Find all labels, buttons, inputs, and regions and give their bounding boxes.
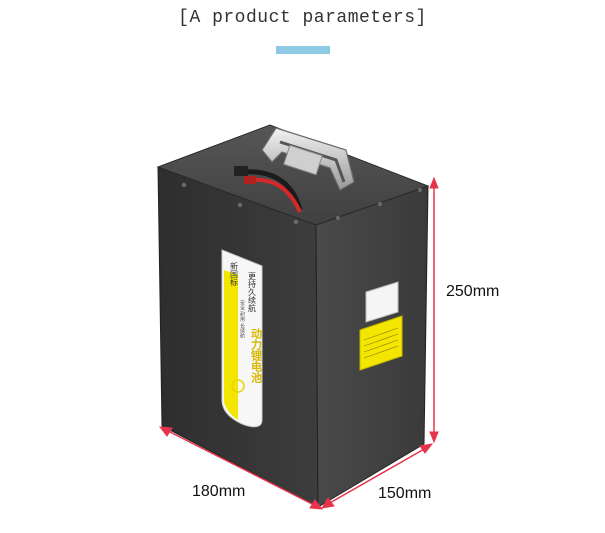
height-dimension-label: 250mm [446,283,500,300]
label-tagline-text: 更持久续航 [248,272,257,313]
width-arrow [158,426,324,510]
side-stickers [359,281,403,371]
warning-sticker [359,315,403,371]
title-underline-bar [276,46,330,54]
label-logo-icon [231,379,245,393]
label-brand-text: 新国标 [230,261,239,287]
page-title: [A product parameters] [178,8,427,28]
depth-arrow [321,443,434,509]
spec-sticker [365,281,399,323]
power-cables [234,166,303,213]
battery-top-face [156,124,430,226]
battery-box [156,124,430,508]
carry-handle [261,127,355,191]
label-slogan-text: 安全 耐用 长续航 [239,299,245,339]
depth-dimension-label: 150mm [378,485,432,502]
width-dimension-label: 180mm [192,483,246,500]
product-label: 新国标 更持久续航 安全 耐用 长续航 动力锂电池 [221,249,263,428]
height-arrow [429,176,439,444]
label-product-text: 动力锂电池 [250,327,263,384]
